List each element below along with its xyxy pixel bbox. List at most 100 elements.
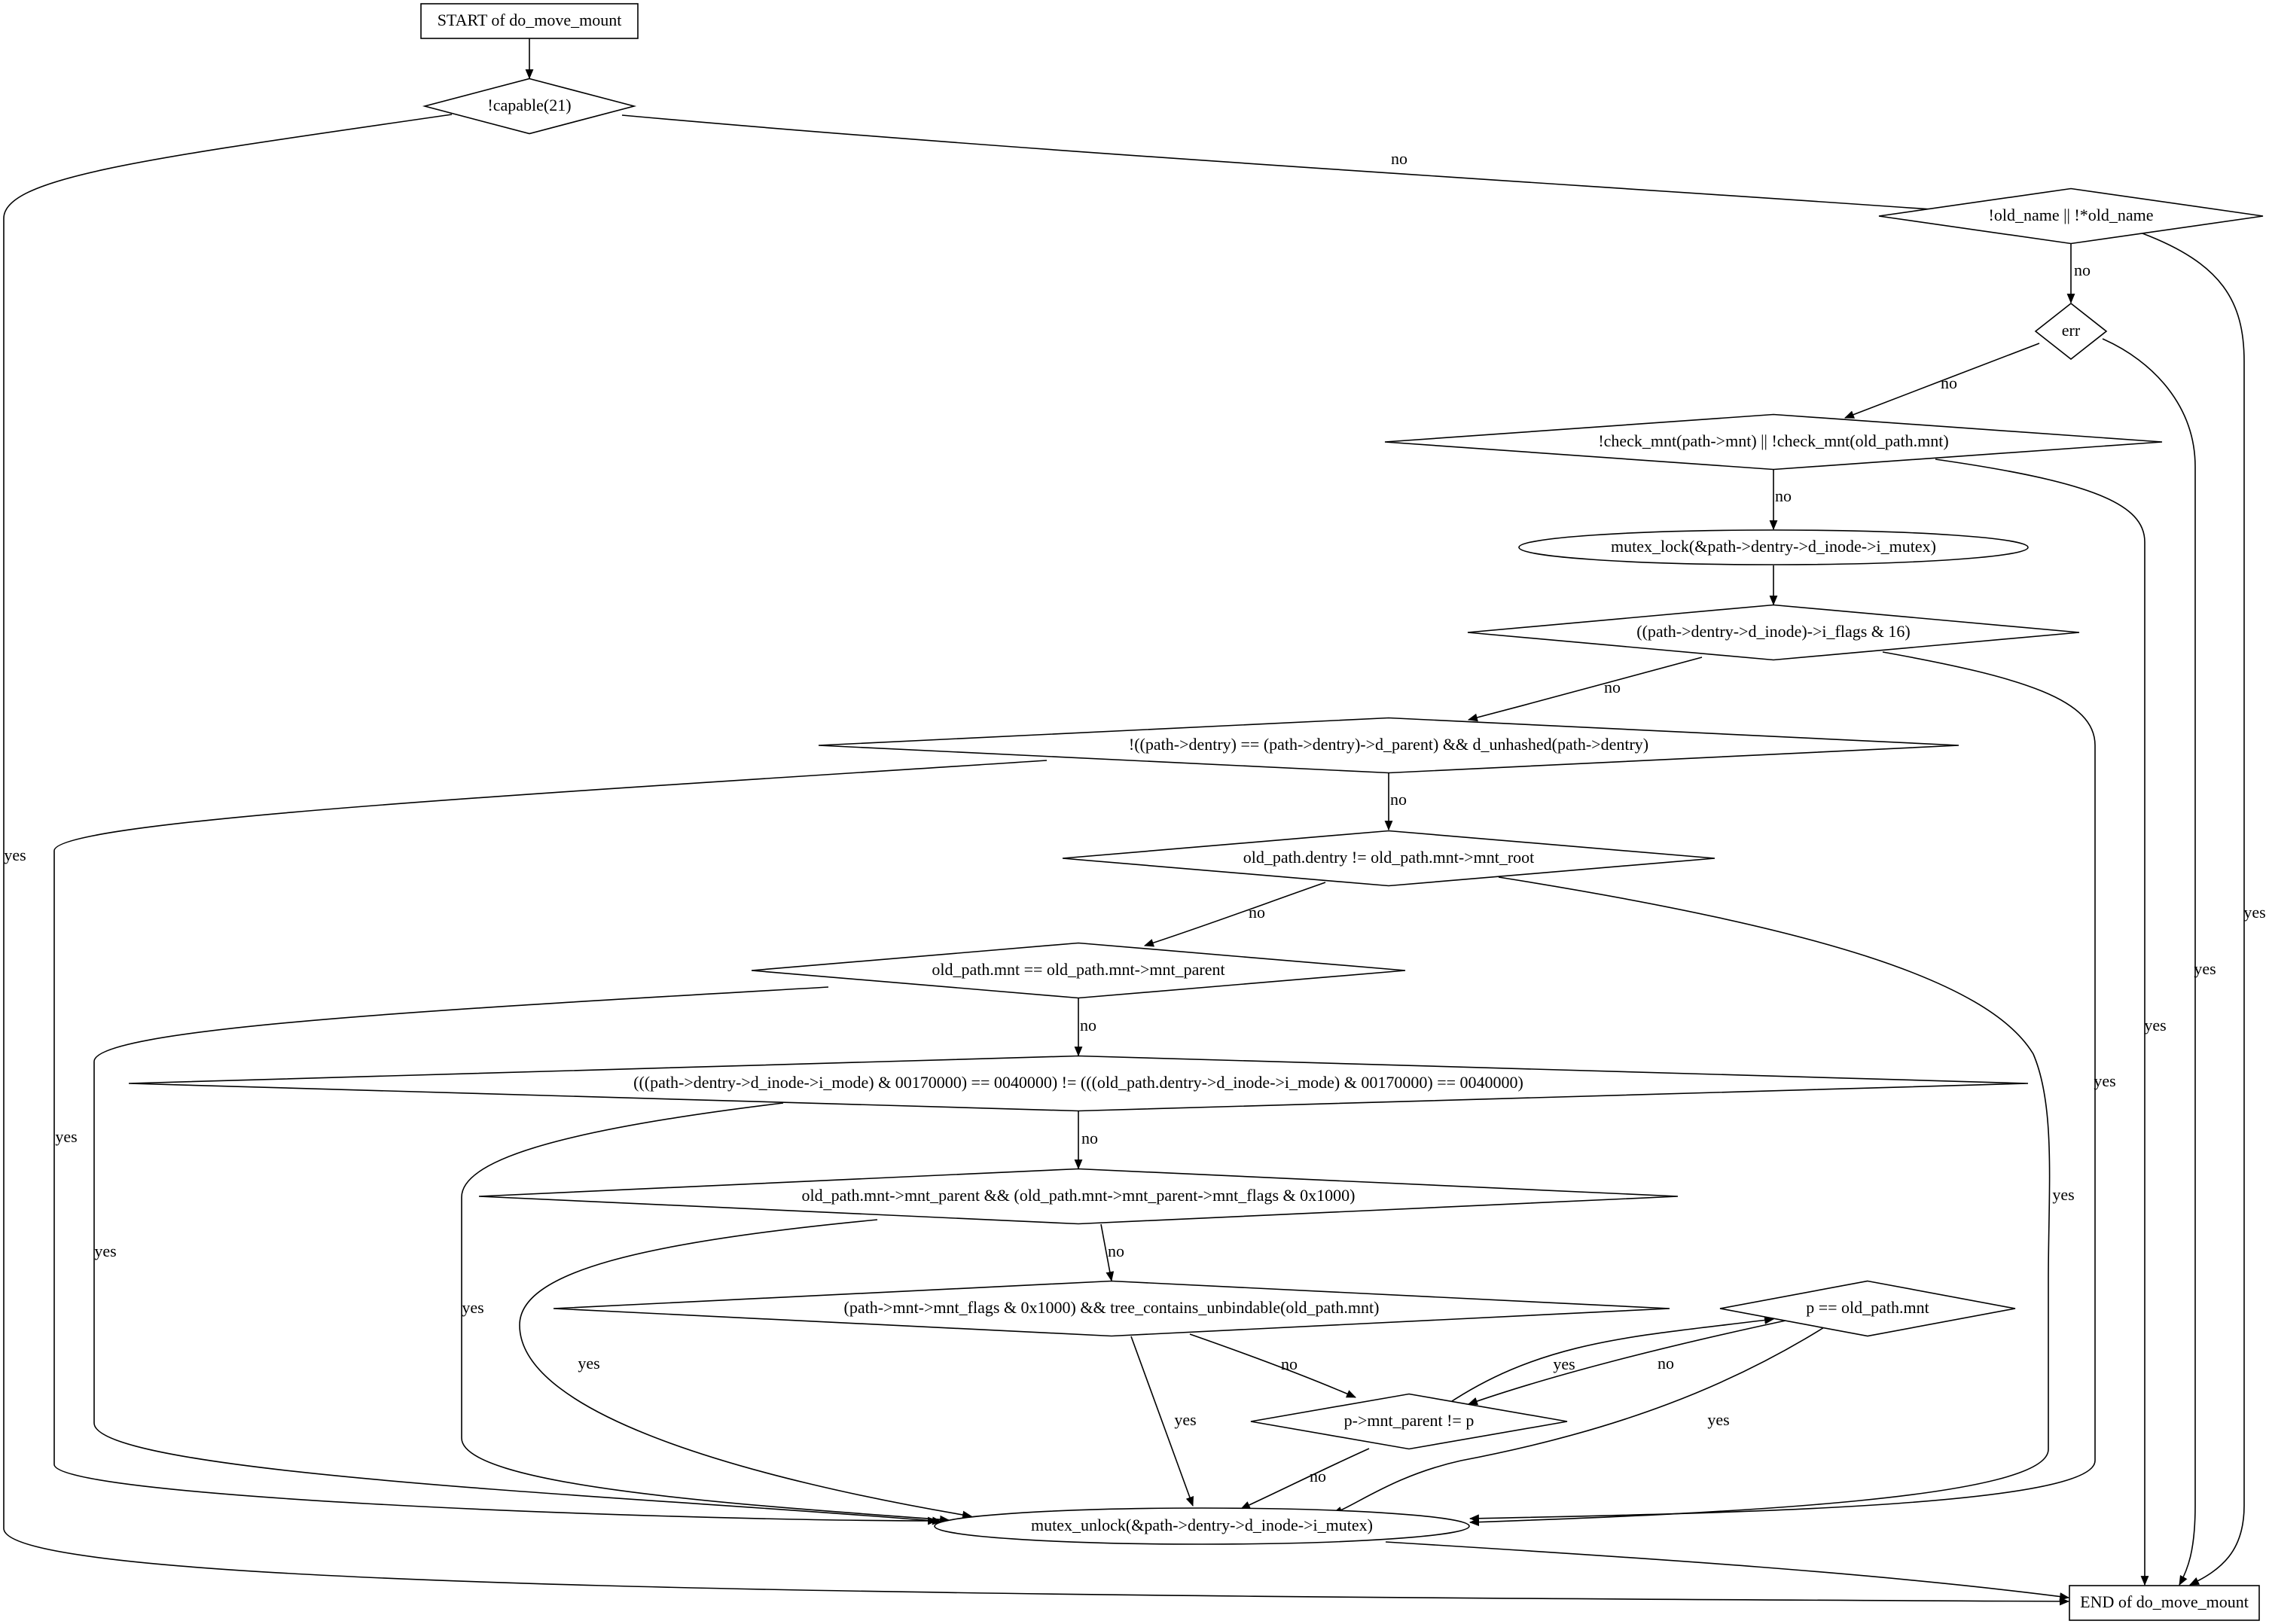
edge-line <box>1467 1317 1801 1406</box>
node-iflags: ((path->dentry->d_inode)->i_flags & 16) <box>1467 604 2080 661</box>
edge-label-no: no <box>1775 486 1792 505</box>
decision-diamond <box>1250 1393 1568 1450</box>
edge-label-yes: yes <box>1707 1410 1729 1429</box>
node-label: (((path->dentry->d_inode->i_mode) & 0017… <box>633 1073 1523 1092</box>
decision-diamond <box>1878 187 2264 245</box>
decision-diamond <box>553 1280 1670 1337</box>
edge-line <box>1240 1448 1370 1510</box>
node-err: err <box>2034 302 2108 361</box>
edge-label-no: no <box>2074 261 2091 279</box>
edge-checkmnt-to-lock: no <box>1769 470 1792 531</box>
node-label: mutex_lock(&path->dentry->d_inode->i_mut… <box>1611 537 1936 556</box>
edge-label-yes: yes <box>2144 1016 2166 1034</box>
node-label: old_path.dentry != old_path.mnt->mnt_roo… <box>1243 848 1535 867</box>
node-unhashed: !((path->dentry) == (path->dentry)->d_pa… <box>818 717 1959 774</box>
edge-label-yes: yes <box>1174 1410 1196 1429</box>
edge-line <box>1447 1316 1775 1405</box>
node-unbind: (path->mnt->mnt_flags & 0x1000) && tree_… <box>553 1280 1670 1337</box>
edge-label-no: no <box>1081 1129 1098 1147</box>
node-mntparent: old_path.mnt == old_path.mnt->mnt_parent <box>751 942 1406 999</box>
edge-label-no: no <box>1108 1242 1124 1260</box>
node-label: (path->mnt->mnt_flags & 0x1000) && tree_… <box>844 1298 1380 1317</box>
edge-err-to-checkmnt: no <box>1844 343 2040 419</box>
edge-flags1000-to-unlock: yes <box>519 1219 973 1519</box>
nodes-layer: START of do_move_mount!capable(21)!old_n… <box>128 3 2264 1621</box>
edge-line <box>519 1219 973 1519</box>
edge-cap-to-end: yes <box>3 114 2070 1606</box>
node-label: old_path.mnt->mnt_parent && (old_path.mn… <box>802 1186 1356 1205</box>
decision-diamond <box>1384 413 2163 471</box>
edge-line <box>1844 343 2040 419</box>
edge-line <box>1385 1541 2070 1601</box>
node-flags1000: old_path.mnt->mnt_parent && (old_path.mn… <box>478 1168 1679 1225</box>
action-ellipse <box>934 1507 1470 1545</box>
node-label: ((path->dentry->d_inode)->i_flags & 16) <box>1636 622 1910 641</box>
edge-line <box>1935 459 2149 1586</box>
edge-line <box>461 1102 950 1524</box>
edge-line <box>3 114 2070 1606</box>
node-label: !((path->dentry) == (path->dentry)->d_pa… <box>1129 735 1648 754</box>
edge-imode-to-unlock: yes <box>461 1102 950 1524</box>
edge-line <box>1189 1333 1356 1398</box>
edge-label-no: no <box>1391 149 1407 168</box>
edge-checkmnt-to-end: yes <box>1935 459 2167 1586</box>
node-label: mutex_unlock(&path->dentry->d_inode->i_m… <box>1031 1516 1373 1534</box>
edge-label-yes: yes <box>94 1242 116 1260</box>
edge-line <box>2142 233 2245 1586</box>
edge-label-no: no <box>1080 1016 1096 1034</box>
node-pparent: p->mnt_parent != p <box>1250 1393 1568 1450</box>
edge-imode-to-flags1000: no <box>1074 1111 1098 1170</box>
edge-label-no: no <box>1941 373 1957 392</box>
node-label: !check_mnt(path->mnt) || !check_mnt(old_… <box>1598 431 1948 450</box>
edge-label-yes: yes <box>2194 959 2216 978</box>
decision-diamond <box>818 717 1959 774</box>
edge-label-yes: yes <box>1553 1354 1575 1373</box>
edge-peq-to-pparent: no <box>1467 1317 1801 1406</box>
edge-line <box>1467 657 1703 722</box>
decision-diamond <box>478 1168 1679 1225</box>
node-mntroot: old_path.dentry != old_path.mnt->mnt_roo… <box>1062 830 1715 887</box>
edge-label-no: no <box>1390 790 1407 809</box>
edge-label-yes: yes <box>578 1354 599 1373</box>
decision-diamond <box>1062 830 1715 887</box>
edge-mntroot-to-mntparent: no <box>1143 882 1326 947</box>
edge-unhashed-to-mntroot: no <box>1384 773 1407 831</box>
edge-label-no: no <box>1604 678 1621 696</box>
node-peq: p == old_path.mnt <box>1719 1280 2016 1337</box>
edges-layer: noyesnoyesnoyesnoyesnoyesnoyesnoyesnoyes… <box>3 38 2266 1606</box>
edge-label-yes: yes <box>55 1127 77 1146</box>
box-shape <box>2069 1585 2260 1621</box>
edge-label-yes: yes <box>2243 903 2265 922</box>
decision-diamond <box>1719 1280 2016 1337</box>
node-label: !capable(21) <box>487 96 571 114</box>
edge-unlock-to-end <box>1385 1541 2070 1601</box>
edge-mntparent-to-imode: no <box>1074 998 1096 1057</box>
edge-label-yes: yes <box>2052 1185 2074 1204</box>
edge-unbind-to-pparent: no <box>1189 1333 1356 1398</box>
edge-iflags-to-unhashed: no <box>1467 657 1703 722</box>
box-shape <box>420 3 639 39</box>
edge-label-yes: yes <box>462 1298 483 1317</box>
edge-pparent-to-peq: yes <box>1447 1316 1775 1405</box>
edge-label-no: no <box>1310 1467 1326 1485</box>
edge-label-yes: yes <box>2094 1071 2115 1090</box>
edge-line <box>621 114 1975 216</box>
edge-flags1000-to-unbind: no <box>1100 1223 1124 1282</box>
edge-oldname-to-end: yes <box>2142 233 2266 1586</box>
decision-diamond <box>422 78 637 135</box>
decision-diamond <box>128 1055 2029 1112</box>
decision-diamond <box>2034 302 2108 361</box>
node-checkmnt: !check_mnt(path->mnt) || !check_mnt(old_… <box>1384 413 2163 471</box>
edge-line <box>1468 876 2051 1527</box>
edge-label-no: no <box>1281 1354 1298 1373</box>
node-end: END of do_move_mount <box>2069 1585 2260 1621</box>
edge-line <box>1100 1223 1115 1282</box>
edge-line <box>2102 338 2196 1586</box>
node-label: p->mnt_parent != p <box>1344 1411 1475 1430</box>
edge-line <box>1130 1336 1194 1507</box>
node-label: err <box>2062 321 2081 340</box>
edge-line <box>1331 1324 1828 1515</box>
node-cap: !capable(21) <box>422 78 637 135</box>
edge-line <box>93 986 943 1525</box>
